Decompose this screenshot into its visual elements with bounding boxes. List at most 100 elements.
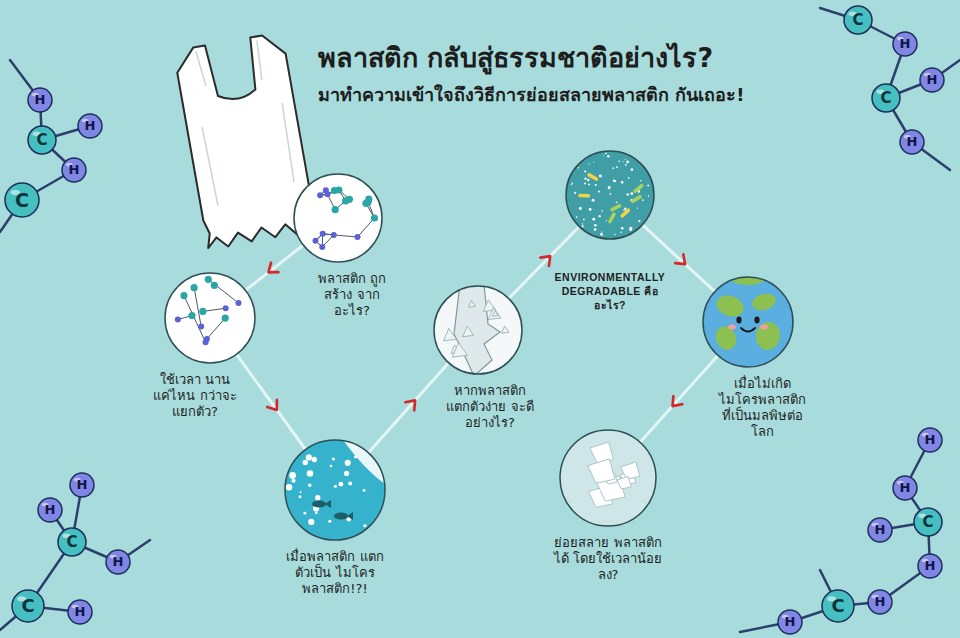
molecule-dot — [198, 324, 204, 330]
molecule-bond — [184, 296, 206, 343]
hydrogen-atom — [893, 32, 917, 56]
carbon-atom — [12, 590, 44, 622]
speck — [626, 193, 628, 195]
microbe — [587, 172, 599, 181]
speck — [628, 177, 630, 179]
speck — [623, 161, 624, 162]
atom-letter: C — [5, 183, 39, 217]
circle-art — [163, 271, 257, 365]
micro-particle — [306, 454, 312, 460]
connector-line — [246, 246, 302, 290]
molecule-dot — [335, 186, 342, 193]
question-node: หากพลาสติก แตกตัวง่าย จะดีอย่างไร? — [388, 284, 568, 432]
atom-holder: H — [900, 130, 924, 154]
molecule-bond — [208, 279, 238, 303]
molecule-bond — [334, 235, 358, 237]
speck — [631, 168, 634, 171]
molecule-dot — [203, 339, 209, 345]
speck — [576, 216, 578, 218]
atom-letter: C — [844, 6, 872, 34]
fish-tail — [325, 500, 331, 508]
speck — [594, 224, 597, 227]
microbe — [610, 203, 622, 212]
speck — [616, 166, 618, 168]
bag-crease — [189, 38, 298, 206]
speck — [608, 188, 610, 190]
speck — [647, 185, 649, 187]
molecule-dot — [317, 192, 323, 198]
plastic-shard — [452, 343, 467, 357]
atom-holder: H — [893, 32, 917, 56]
molecule-dot — [346, 196, 353, 203]
atom-letter: H — [920, 68, 944, 92]
micro-particle — [315, 495, 320, 500]
speck — [606, 220, 607, 221]
speck — [624, 208, 626, 210]
speck — [582, 223, 583, 224]
connector — [369, 364, 448, 452]
question-node: ย่อยสลาย พลาสติกได้ โดยใช้เวลาน้อยลง? — [518, 428, 698, 584]
arrow-head — [673, 396, 683, 406]
molecule-dot — [175, 317, 181, 323]
node-caption: ใช้เวลา นานแค่ไหน กว่าจะแยกตัว? — [150, 371, 240, 421]
atom-letter: H — [28, 88, 52, 112]
speck — [630, 192, 633, 195]
atom-holder: H — [38, 498, 62, 522]
connector — [237, 355, 305, 449]
molecule-dot — [355, 234, 361, 240]
molecule-dot — [191, 284, 198, 291]
speck — [621, 227, 624, 230]
atom-letter: H — [893, 32, 917, 56]
arrow-head — [675, 254, 685, 264]
speck — [579, 207, 582, 210]
speck — [599, 174, 602, 177]
carbon-atom — [822, 590, 854, 622]
speck — [589, 208, 592, 211]
atom-holder: H — [70, 473, 94, 497]
circle-outline — [560, 430, 656, 526]
circle-outline — [434, 286, 522, 374]
speck — [616, 202, 618, 204]
micro-particle — [363, 489, 366, 492]
micro-particle — [308, 483, 312, 487]
circle-art — [701, 275, 795, 369]
atom-letter: C — [872, 84, 900, 112]
hydrogen-atom — [918, 554, 942, 578]
atom-letter: H — [868, 590, 892, 614]
speck — [629, 228, 632, 231]
atom-holder: C — [844, 6, 872, 34]
circle-illustration — [283, 438, 387, 542]
continent — [754, 320, 782, 352]
speck — [607, 155, 610, 158]
circle-fill — [558, 428, 658, 528]
circle-outline — [703, 277, 793, 367]
speck — [625, 164, 627, 166]
hydrogen-atom — [78, 114, 102, 138]
carbon-atom — [914, 508, 942, 536]
hydrogen-atom — [900, 130, 924, 154]
molecule-dot — [235, 300, 241, 306]
micro-particle — [298, 495, 301, 498]
fish — [334, 512, 348, 519]
speck — [608, 186, 611, 189]
microbe — [630, 194, 642, 203]
molecule-dot — [180, 292, 187, 299]
speck — [598, 190, 600, 192]
micro-particle — [339, 482, 344, 487]
hydrogen-atom — [62, 158, 86, 182]
micro-particle — [303, 512, 306, 515]
speck — [582, 225, 584, 227]
speck — [615, 180, 617, 182]
speck — [584, 170, 586, 172]
plastic-shard — [443, 328, 456, 340]
atom-letter: H — [38, 498, 62, 522]
atom-holder: C — [28, 126, 56, 154]
micro-particle — [286, 484, 293, 491]
plastic-fragment — [617, 477, 631, 489]
molecule-dot — [313, 238, 319, 244]
speck — [572, 182, 573, 183]
earth-cheek — [760, 325, 768, 330]
earth-eye — [736, 317, 741, 324]
molecule-dot — [332, 206, 339, 213]
continent — [713, 292, 746, 320]
